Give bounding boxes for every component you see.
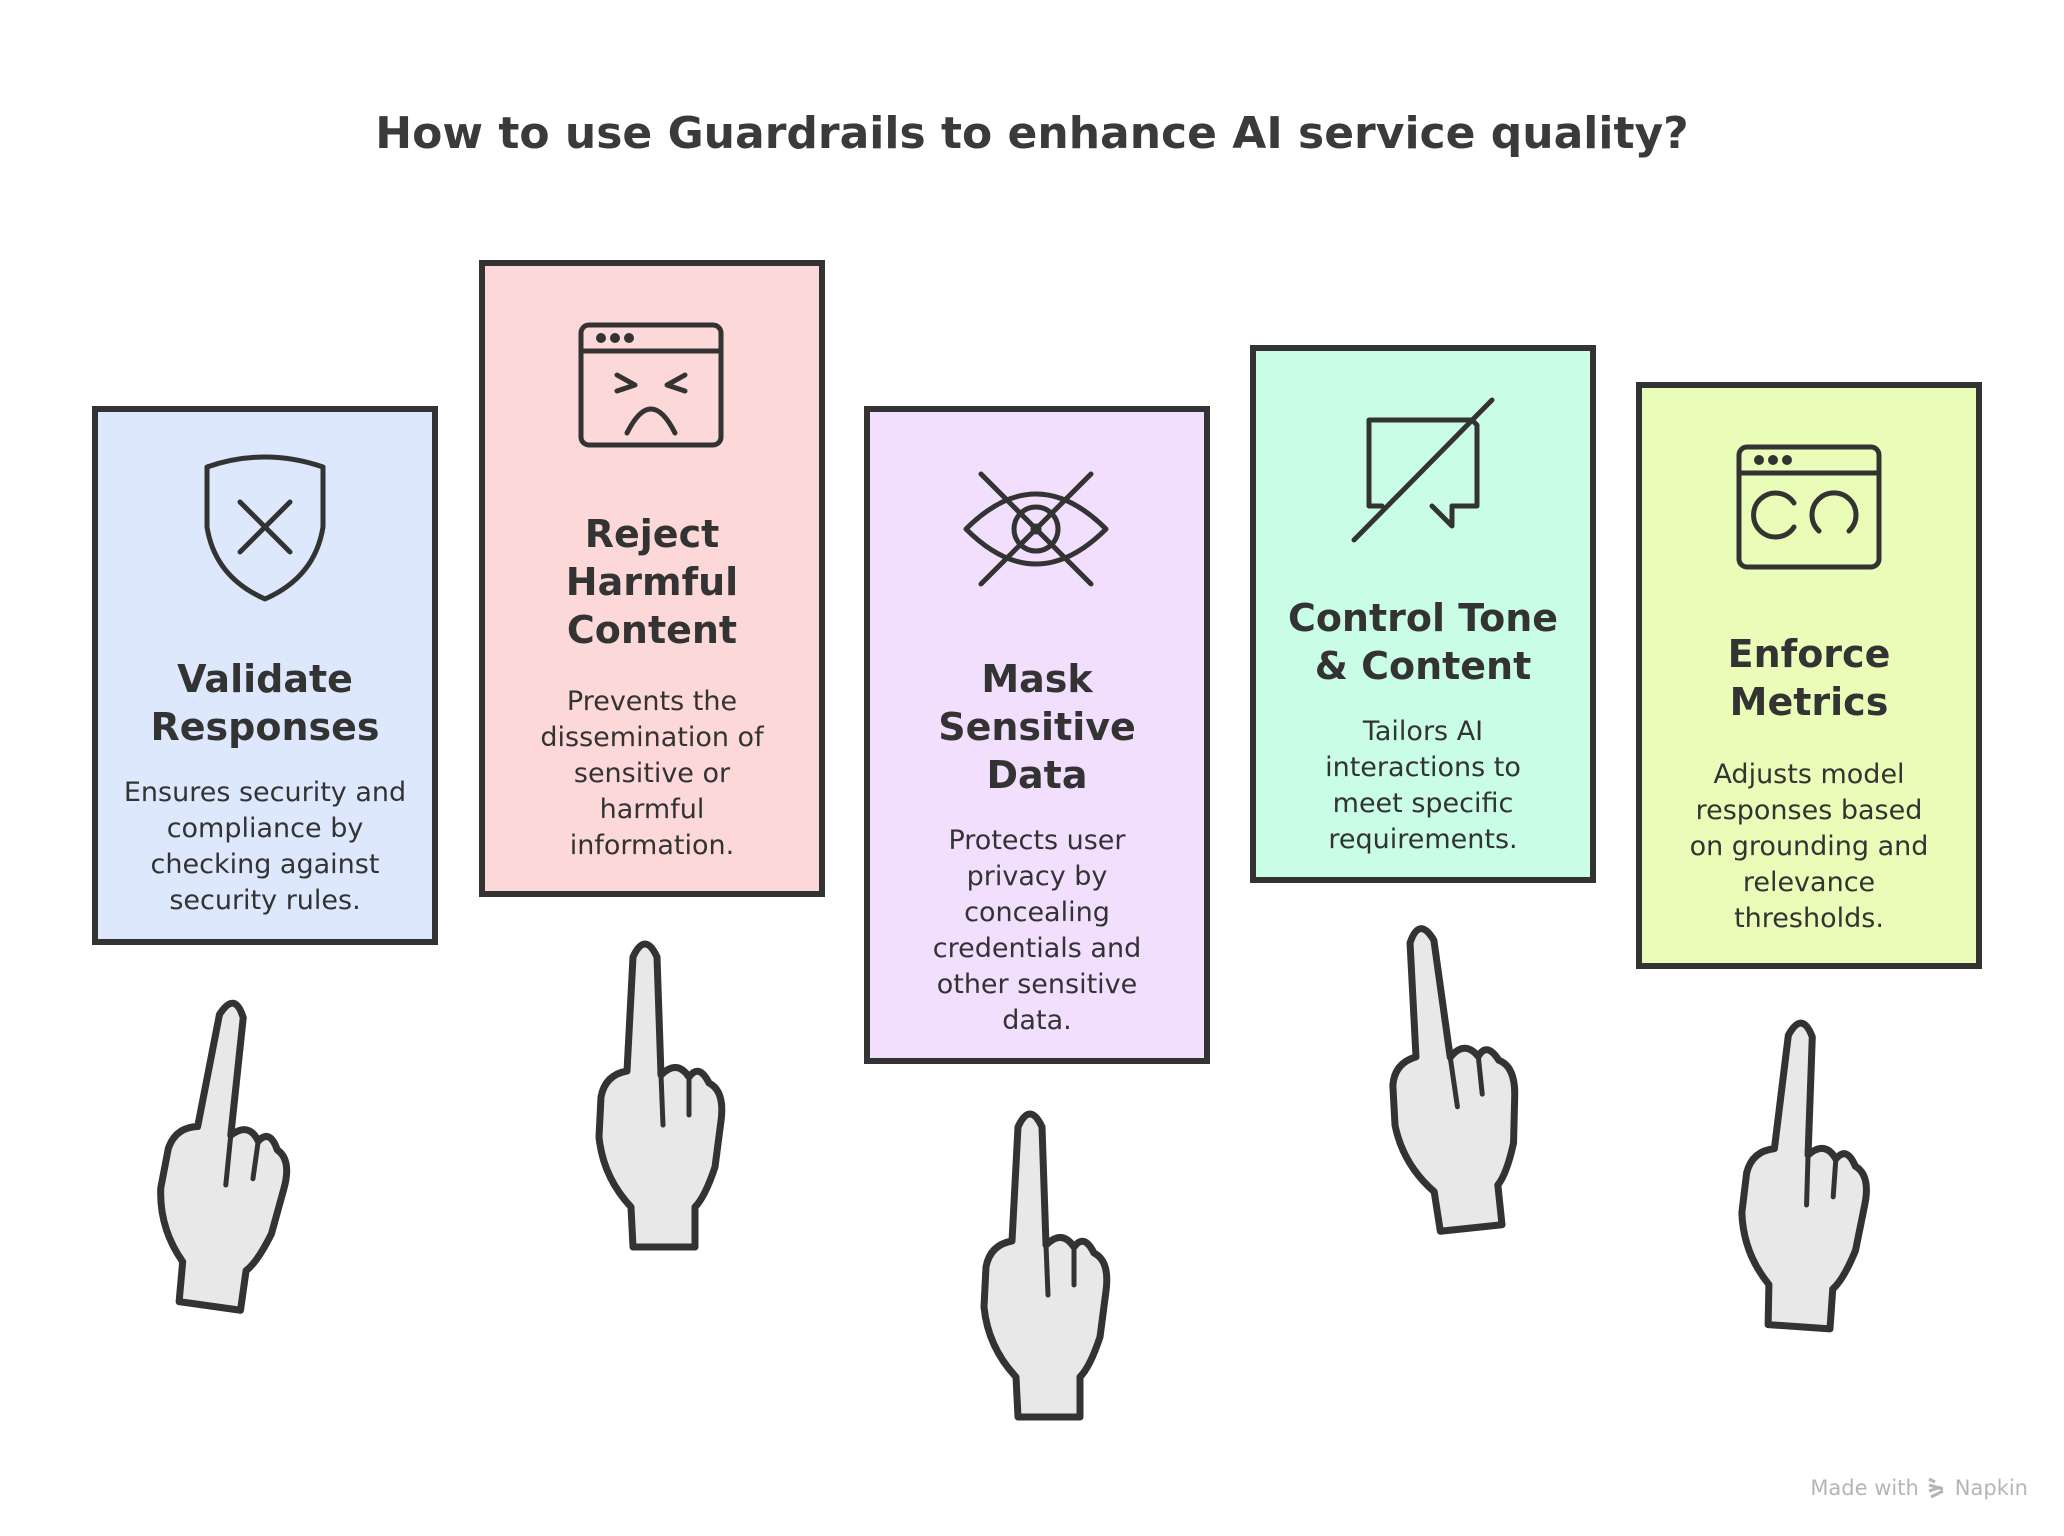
card-description: Prevents the dissemination of sensitive or…: [482, 684, 822, 864]
title-line: Enforce: [1727, 632, 1891, 676]
desc-line: on grounding and: [1689, 831, 1929, 862]
card-enforce: [1636, 382, 1982, 969]
card-title: Control Tone& Content: [1253, 594, 1593, 690]
card-description: Tailors AI interactions to meet specific re…: [1253, 714, 1593, 858]
desc-line: harmful: [599, 794, 705, 825]
title-line: & Content: [1314, 644, 1532, 688]
pointing-hand-icon: [145, 997, 309, 1314]
chat-off-icon: [1351, 397, 1495, 543]
title-line: Responses: [150, 705, 380, 749]
title-line: Reject: [584, 512, 720, 556]
desc-line: sensitive or: [573, 758, 731, 789]
shield-x-icon: [204, 454, 326, 602]
desc-line: responses based: [1695, 795, 1923, 826]
desc-line: credentials and: [932, 933, 1142, 964]
pointing-hand-icon: [984, 1114, 1107, 1417]
desc-line: concealing: [964, 897, 1110, 928]
desc-line: dissemination of: [540, 722, 764, 753]
desc-line: requirements.: [1328, 824, 1518, 855]
desc-line: compliance by: [166, 813, 364, 844]
desc-line: data.: [1002, 1005, 1072, 1036]
desc-line: security rules.: [169, 885, 361, 916]
napkin-logo-icon: [1928, 1477, 1944, 1499]
desc-line: meet specific: [1332, 788, 1514, 819]
desc-line: Tailors AI: [1362, 716, 1484, 747]
desc-line: Ensures security and: [123, 777, 407, 808]
desc-line: interactions to: [1325, 752, 1521, 783]
card-control: [1250, 345, 1596, 883]
title-line: Control Tone: [1287, 596, 1559, 640]
desc-line: Adjusts model: [1713, 759, 1905, 790]
desc-line: Prevents the: [566, 686, 738, 717]
title-line: Sensitive: [938, 705, 1136, 749]
watermark-text: Made with: [1810, 1476, 1919, 1500]
pointing-hand-icon: [599, 944, 722, 1247]
title-line: Validate: [177, 657, 353, 701]
title-line: Mask: [981, 657, 1093, 701]
title-line: Content: [566, 608, 738, 652]
card-mask: [864, 406, 1210, 1064]
title-line: Metrics: [1729, 680, 1889, 724]
desc-line: relevance: [1742, 867, 1876, 898]
desc-line: checking against: [150, 849, 380, 880]
title-line: Data: [986, 753, 1088, 797]
card-reject: [479, 260, 825, 897]
pointing-hand-icon: [1734, 1020, 1878, 1331]
desc-line: information.: [569, 830, 735, 861]
desc-line: Protects user: [948, 825, 1126, 856]
desc-line: privacy by: [966, 861, 1108, 892]
watermark-brand: Napkin: [1954, 1476, 2028, 1500]
card-description: Ensures security and compliance by checkin…: [95, 775, 435, 919]
card-validate: [92, 406, 438, 945]
eye-crossed-icon: [963, 471, 1109, 587]
card-description: Protects user privacy by concealing credent…: [867, 823, 1207, 1039]
window-loading-icon: [1736, 444, 1882, 570]
desc-line: thresholds.: [1734, 903, 1884, 934]
watermark: Made with Napkin: [1810, 1476, 2028, 1500]
pointing-hand-icon: [1375, 921, 1529, 1235]
title-line: Harmful: [565, 560, 739, 604]
page-title: How to use Guardrails to enhance AI serv…: [375, 108, 1689, 159]
card-description: Adjusts model responses based on grounding…: [1639, 757, 1979, 937]
angry-window-icon: [578, 322, 724, 448]
desc-line: other sensitive: [936, 969, 1138, 1000]
